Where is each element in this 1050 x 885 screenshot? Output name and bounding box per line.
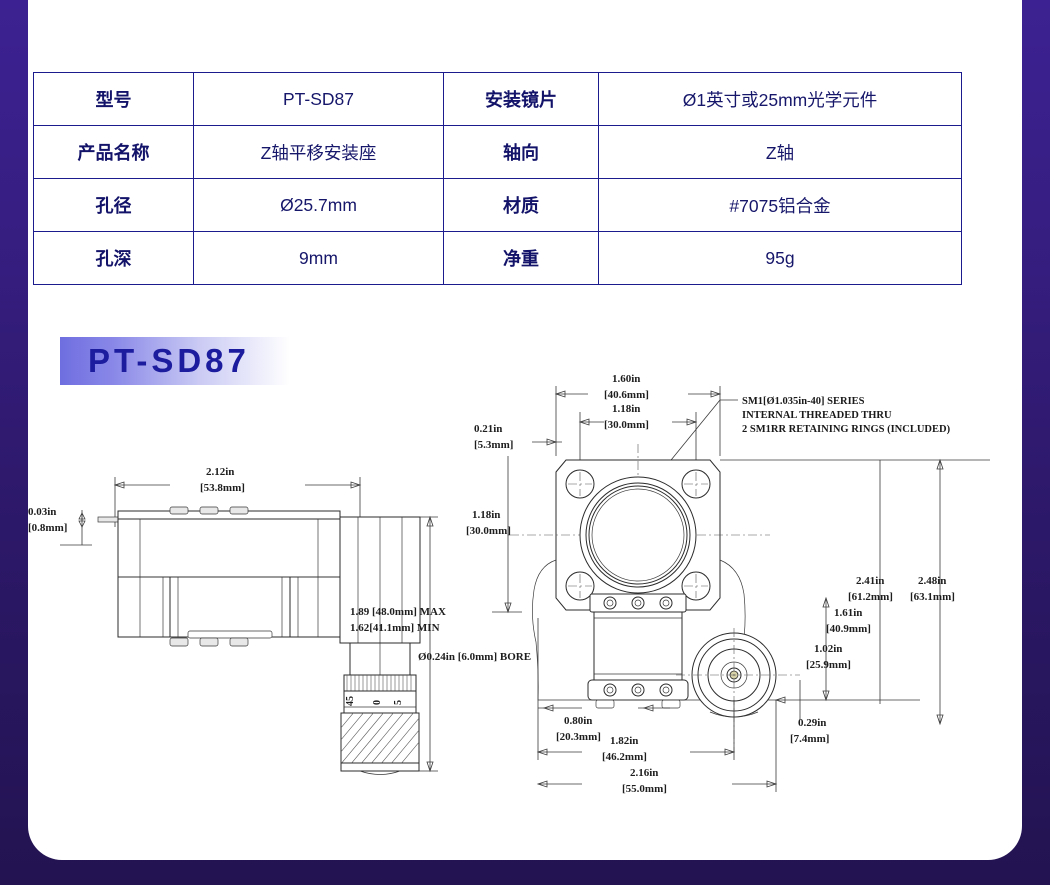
spec-value-bore-depth: 9mm (193, 231, 444, 285)
dim-travel-range (419, 515, 438, 773)
adjuster-knob (676, 628, 800, 752)
micrometer-thimble (340, 712, 420, 775)
spec-value-product-name: Z轴平移安装座 (193, 125, 444, 179)
sm1-note-line3: 2 SM1RR RETAINING RINGS (INCLUDED) (742, 424, 951, 435)
dim-text-body-h-inch: 1.61in (834, 607, 862, 619)
spec-label-material: 材质 (443, 178, 599, 232)
note-bore: Ø0.24in [6.0mm] BORE (418, 651, 531, 663)
table-row: 型号 PT-SD87 安装镜片 Ø1英寸或25mm光学元件 (33, 72, 962, 126)
dim-text-eo-mm: [5.3mm] (474, 439, 513, 451)
micrometer-barrel: 45 0 5 (343, 642, 417, 714)
dim-text-knob-h-mm: [25.9mm] (806, 659, 851, 671)
side-view-drawing: 2.12in [53.8mm] 0.03in [0.8mm] (20, 455, 531, 785)
sm1-note-line1: SM1[Ø1.035in-40] SERIES (742, 396, 865, 407)
front-view-drawing: 1.60in [40.6mm] 1.18in [30.0mm] 0.21in [… (466, 360, 1030, 820)
dim-plate-height: 2.41in [61.2mm] (848, 460, 893, 704)
note-travel-max: 1.89 [48.0mm] MAX (350, 606, 446, 618)
knob-scale-5: 5 (393, 700, 404, 705)
spec-value-net-weight: 95g (598, 231, 962, 285)
dim-text-knob-h-inch: 1.02in (814, 643, 842, 655)
front-plate-body (510, 444, 770, 660)
knurl-hatch (346, 675, 412, 691)
dim-text-bc-mm: [40.6mm] (604, 389, 649, 401)
dim-overall-width: 2.16in [55.0mm] (536, 700, 778, 795)
dim-text-bo-mm: [20.3mm] (556, 731, 601, 743)
dim-text-bo-inch: 0.80in (564, 715, 592, 727)
product-title-badge: PT-SD87 (60, 337, 310, 385)
dim-text-base-inch: 0.29in (798, 717, 826, 729)
dim-text-width-inch: 2.12in (206, 466, 234, 478)
dim-body-offset: 0.80in [20.3mm] (538, 704, 670, 743)
stage-body-side (117, 518, 341, 647)
corner-hole-tr (681, 469, 711, 499)
spec-value-model: PT-SD87 (193, 72, 444, 126)
dim-text-oh-inch: 2.48in (918, 575, 946, 587)
dim-text-plate-h-mm: [61.2mm] (848, 591, 893, 603)
dim-bolt-circle-width: 1.60in [40.6mm] (554, 373, 722, 456)
screw-row-top (603, 596, 673, 610)
note-travel-min: 1.62[41.1mm] MIN (350, 622, 440, 634)
dim-text-thk-mm: [0.8mm] (28, 522, 67, 534)
spec-value-optics: Ø1英寸或25mm光学元件 (598, 72, 962, 126)
dim-overall-width: 2.12in [53.8mm] (113, 466, 362, 527)
spec-label-net-weight: 净重 (443, 231, 599, 285)
table-row: 孔径 Ø25.7mm 材质 #7075铝合金 (33, 178, 962, 232)
dim-text-base-mm: [7.4mm] (790, 733, 829, 745)
dim-mount-width: 1.82in [46.2mm] (536, 618, 736, 763)
dim-text-mw-mm: [46.2mm] (602, 751, 647, 763)
corner-hole-bl (565, 571, 595, 601)
dim-text-ow-mm: [55.0mm] (622, 783, 667, 795)
spec-value-material: #7075铝合金 (598, 178, 962, 232)
corner-hole-br (681, 571, 711, 601)
dim-text-plate-h-inch: 2.41in (856, 575, 884, 587)
table-row: 孔深 9mm 净重 95g (33, 231, 962, 285)
spec-value-bore-dia: Ø25.7mm (193, 178, 444, 232)
dim-text-bc-inch: 1.60in (612, 373, 640, 385)
knob-scale-45: 45 (345, 696, 356, 706)
dim-edge-offset: 0.21in [5.3mm] (474, 423, 562, 451)
dim-text-eo-inch: 0.21in (474, 423, 502, 435)
dim-text-bh-mm: [30.0mm] (466, 525, 511, 537)
spec-label-bore-depth: 孔深 (33, 231, 194, 285)
spec-label-model: 型号 (33, 72, 194, 126)
thimble-hatch (341, 713, 419, 763)
spec-label-bore-dia: 孔径 (33, 178, 194, 232)
dim-text-ow-inch: 2.16in (630, 767, 658, 779)
dim-bore-height: 1.18in [30.0mm] (466, 456, 522, 614)
dim-text-body-h-mm: [40.9mm] (826, 623, 871, 635)
dim-text-oh-mm: [63.1mm] (910, 591, 955, 603)
spec-value-axis: Z轴 (598, 125, 962, 179)
screw-row-bottom (603, 683, 673, 697)
table-row: 产品名称 Z轴平移安装座 轴向 Z轴 (33, 125, 962, 179)
dim-text-mw-inch: 1.82in (610, 735, 638, 747)
dim-knob-height: 1.02in [25.9mm] (799, 643, 851, 720)
sm1-bore (579, 476, 697, 594)
dim-body-height: 1.61in [40.9mm] (822, 596, 871, 702)
corner-hole-tl (565, 469, 595, 499)
spec-label-optics: 安装镜片 (443, 72, 599, 126)
dim-text-bh-inch: 1.18in (472, 509, 500, 521)
dim-bore-width: 1.18in [30.0mm] (578, 403, 698, 468)
dim-text-bw-inch: 1.18in (612, 403, 640, 415)
dim-text-width-mm: [53.8mm] (200, 482, 245, 494)
dim-text-thk-inch: 0.03in (28, 506, 56, 518)
spec-table: 型号 PT-SD87 安装镜片 Ø1英寸或25mm光学元件 产品名称 Z轴平移安… (33, 72, 962, 285)
page-title: PT-SD87 (88, 342, 250, 379)
dim-plate-thickness: 0.03in [0.8mm] (28, 506, 92, 546)
sm1-note-line2: INTERNAL THREADED THRU (742, 410, 892, 421)
dim-overall-height: 2.48in [63.1mm] (720, 458, 990, 726)
spec-label-product-name: 产品名称 (33, 125, 194, 179)
knob-scale-0: 0 (372, 700, 383, 705)
spec-label-axis: 轴向 (443, 125, 599, 179)
dim-base-offset: 0.29in [7.4mm] (770, 696, 920, 745)
translation-body (587, 593, 689, 709)
dim-text-bw-mm: [30.0mm] (604, 419, 649, 431)
